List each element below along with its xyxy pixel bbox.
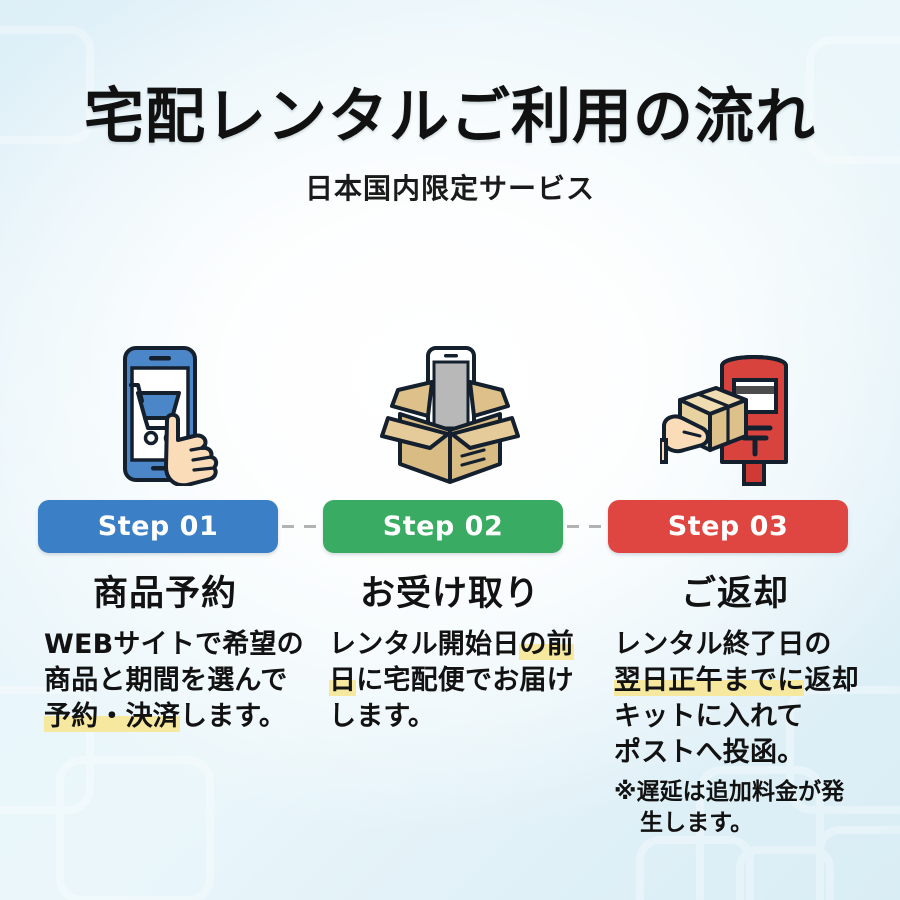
steps-container: Step 01 商品予約 WEBサイトで希望の 商品と期間を選んで 予約・決済し… xyxy=(30,336,870,839)
postbox-hand-parcel-icon xyxy=(660,355,788,486)
text-highlighted: 翌日正午までに xyxy=(614,665,805,697)
step-column-3: Step 03 ご返却 レンタル終了日の 翌日正午までに返却 キットに入れて ポ… xyxy=(600,336,870,839)
step-badge-2-label: Step 02 xyxy=(382,511,504,542)
text-highlighted: の前 xyxy=(519,629,574,661)
step-2-heading: お受け取り xyxy=(359,574,540,614)
text-highlighted: 日 xyxy=(329,665,357,697)
step-3-badge-row: Step 03 xyxy=(600,500,870,554)
connector-1-2 xyxy=(282,525,344,528)
open-box-phone-icon xyxy=(380,346,520,484)
text-plain: WEBサイトで希望の xyxy=(44,629,304,661)
step-3-body-line-4: ポストへ投函。 xyxy=(614,735,870,771)
step-2-body-line-1: レンタル開始日の前 xyxy=(329,627,585,663)
step-2-badge-row: Step 02 xyxy=(315,500,629,554)
page-subtitle: 日本国内限定サービス xyxy=(304,172,595,205)
step-badge-1-label: Step 01 xyxy=(97,511,219,542)
step-1-body: WEBサイトで希望の 商品と期間を選んで 予約・決済します。 xyxy=(30,627,304,735)
step-3-body-line-3: キットに入れて xyxy=(614,699,870,735)
step-column-1: Step 01 商品予約 WEBサイトで希望の 商品と期間を選んで 予約・決済し… xyxy=(30,336,344,735)
text-plain: します。 xyxy=(329,701,436,733)
step-2-body-line-2: 日に宅配便でお届け xyxy=(329,663,585,699)
step-1-icon-wrap xyxy=(30,336,300,486)
step-1-badge-row: Step 01 xyxy=(30,500,344,554)
text-plain: します。 xyxy=(180,701,287,733)
step-3-note: ※遅延は追加料金が発 生します。 xyxy=(600,777,870,839)
header: 宅配レンタルご利用の流れ 日本国内限定サービス xyxy=(0,86,900,207)
step-2-body-line-3: します。 xyxy=(329,699,585,735)
step-badge-1[interactable]: Step 01 xyxy=(38,500,278,553)
page-title: 宅配レンタルご利用の流れ xyxy=(84,82,816,152)
text-plain: ポストへ投函。 xyxy=(614,736,805,768)
step-1-body-line-2: 商品と期間を選んで xyxy=(44,663,300,699)
step-3-body-line-2: 翌日正午までに返却 xyxy=(614,663,870,699)
step-2-body: レンタル開始日の前 日に宅配便でお届け します。 xyxy=(315,627,585,735)
step-1-heading: 商品予約 xyxy=(92,574,237,614)
text-plain: レンタル終了日の xyxy=(614,629,832,661)
connector-2-3 xyxy=(567,525,629,528)
step-badge-2[interactable]: Step 02 xyxy=(323,500,563,553)
text-highlighted: 予約・決済 xyxy=(44,701,180,733)
step-column-2: Step 02 お受け取り レンタル開始日の前 日に宅配便でお届け します。 xyxy=(315,336,629,735)
step-1-body-line-3: 予約・決済します。 xyxy=(44,699,300,735)
step-3-note-line-1: ※遅延は追加料金が発 xyxy=(614,778,845,805)
step-3-note-line-2: 生します。 xyxy=(640,809,754,836)
text-plain: 商品と期間を選んで xyxy=(44,665,288,697)
step-3-heading: ご返却 xyxy=(680,574,789,614)
text-plain: キットに入れて xyxy=(614,701,804,733)
step-1-body-line-1: WEBサイトで希望の xyxy=(44,627,304,663)
step-3-body-line-1: レンタル終了日の xyxy=(614,627,870,663)
step-badge-3-label: Step 03 xyxy=(667,511,789,542)
smartphone-cart-hand-icon xyxy=(123,346,219,486)
text-plain: 返却 xyxy=(804,665,859,697)
step-3-icon-wrap xyxy=(600,336,870,486)
text-plain: に宅配便でお届け xyxy=(356,665,574,697)
step-2-icon-wrap xyxy=(315,336,585,486)
text-plain: レンタル開始日 xyxy=(329,629,520,661)
step-3-body: レンタル終了日の 翌日正午までに返却 キットに入れて ポストへ投函。 xyxy=(600,627,870,771)
step-badge-3[interactable]: Step 03 xyxy=(608,500,848,553)
